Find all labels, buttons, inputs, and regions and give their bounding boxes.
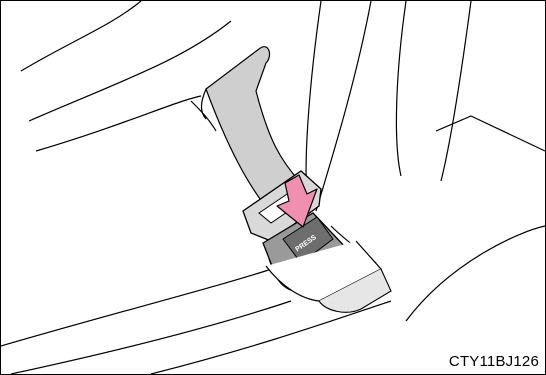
seat-cushion-lower-line (11, 301, 291, 374)
seat-middle-curve-line (29, 21, 231, 121)
door-frame-line-2 (316, 1, 371, 211)
seat-top-curve-line (21, 1, 141, 71)
door-panel-edge-line (436, 116, 545, 151)
door-panel-line (441, 1, 471, 181)
seat-back-edge-line (36, 96, 201, 151)
door-frame-line-3 (396, 1, 406, 176)
seat-cushion-edge-line (1, 266, 281, 346)
figure-code: CTY11BJ126 (449, 353, 539, 370)
door-lower-curve-line (406, 226, 545, 321)
floor-line (151, 301, 391, 374)
